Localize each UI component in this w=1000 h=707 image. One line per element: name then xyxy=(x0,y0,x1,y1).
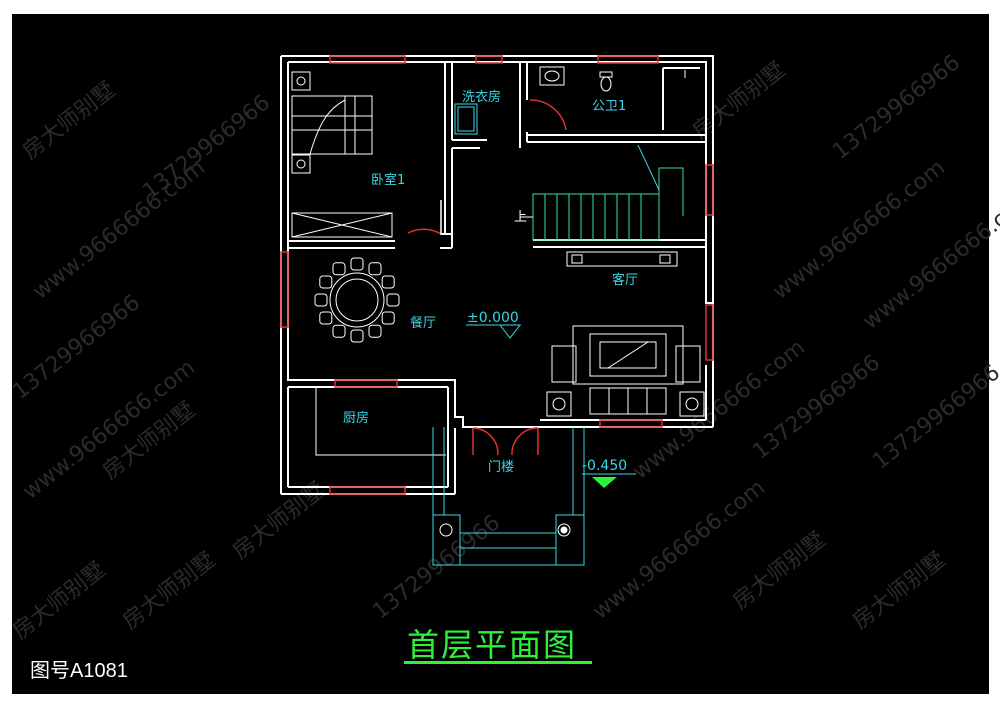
room-label-kitchen: 厨房 xyxy=(343,410,369,426)
stair-up-mark: 上 xyxy=(514,210,527,225)
floor-elevation: ±0.000 xyxy=(467,310,519,326)
watermarks: 房大师别墅 13729966966 www.9666666.com 137299… xyxy=(8,50,1000,644)
room-label-laundry: 洗衣房 xyxy=(462,89,501,105)
dining-chair xyxy=(319,275,333,289)
doors xyxy=(407,99,567,456)
watermark-phone: 13729966966 xyxy=(828,50,965,164)
dining-chair xyxy=(350,257,364,271)
room-label-bathroom: 公卫1 xyxy=(592,99,626,114)
outdoor-elevation: -0.450 xyxy=(582,458,627,474)
drawing-sheet xyxy=(12,14,989,694)
dining-chair xyxy=(314,293,328,307)
stairs xyxy=(520,144,684,241)
dining-chair xyxy=(350,329,364,343)
living-furniture xyxy=(546,251,705,417)
elevation-markers: ±0.000 -0.450 xyxy=(466,310,636,488)
dining-chair xyxy=(381,275,395,289)
room-label-bedroom: 卧室1 xyxy=(371,172,405,188)
dining-chair xyxy=(332,324,346,338)
watermark-brand: 房大师别墅 xyxy=(118,547,220,634)
drawing-title: 首层平面图 xyxy=(407,626,578,664)
kitchen-counter xyxy=(315,387,446,456)
title-underline xyxy=(404,661,592,664)
watermark-brand: 房大师别墅 xyxy=(728,527,830,614)
watermark-phone: 13729966966 xyxy=(868,360,1000,474)
watermark-brand: 房大师别墅 xyxy=(688,57,790,144)
dining-chair xyxy=(368,262,382,276)
porch xyxy=(432,427,585,566)
watermark-site: www.9666666.com xyxy=(28,155,210,305)
bathroom-fixtures xyxy=(539,66,686,92)
drawing-number: 图号A1081 xyxy=(30,660,128,682)
laundry-fixtures xyxy=(454,103,478,135)
dining-table xyxy=(314,257,400,343)
room-label-porch: 门楼 xyxy=(488,460,514,475)
watermark-brand: 房大师别墅 xyxy=(228,477,330,564)
room-label-dining: 餐厅 xyxy=(410,315,436,331)
windows xyxy=(280,55,714,495)
watermark-phone: 13729966966 xyxy=(368,510,505,624)
watermark-brand: 房大师别墅 xyxy=(18,77,120,164)
watermark-phone: 13729966966 xyxy=(8,290,145,404)
dining-chair xyxy=(386,293,400,307)
dining-chair xyxy=(332,262,346,276)
watermark-brand: 房大师别墅 xyxy=(8,557,110,644)
room-labels: 卧室1 洗衣房 公卫1 客厅 餐厅 厨房 门楼 上 xyxy=(343,89,638,475)
dining-chair xyxy=(368,324,382,338)
dining-chair xyxy=(319,311,333,325)
bedroom-furniture xyxy=(291,71,393,238)
dining-chair xyxy=(381,311,395,325)
watermark-brand: 房大师别墅 xyxy=(848,547,950,634)
room-label-living: 客厅 xyxy=(612,272,638,288)
